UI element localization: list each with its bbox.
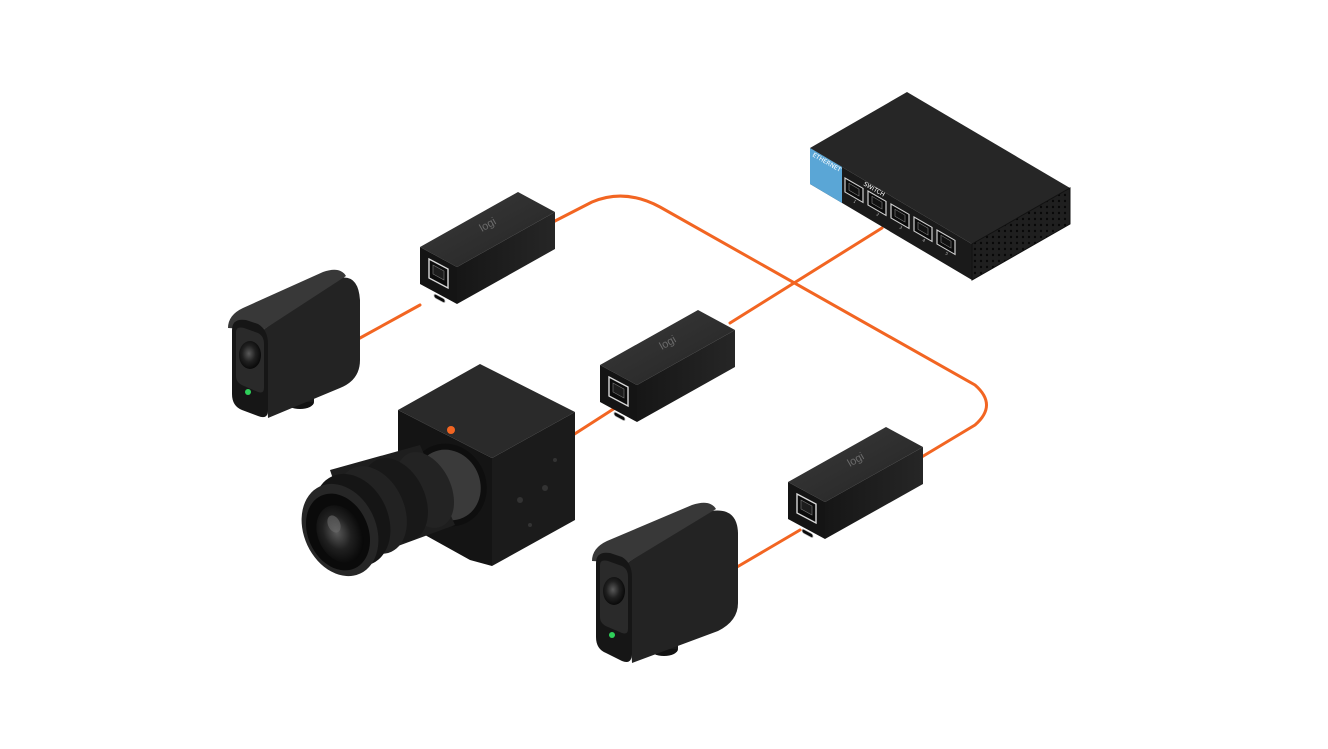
cables (358, 194, 988, 569)
cable-camera3-to-adapter3 (735, 528, 802, 569)
ethernet-switch: ETHERNET SWITCH 1 2 3 4 5 (810, 92, 1071, 281)
lens-icon (239, 341, 261, 369)
switch-port-number-2: 2 (876, 212, 881, 218)
switch-port-5[interactable] (936, 229, 956, 256)
ethernet-port-icon[interactable] (796, 492, 817, 525)
mevo-camera-1 (228, 269, 360, 418)
switch-port-3[interactable] (890, 203, 910, 230)
tally-light-icon (447, 426, 455, 434)
usb-c-port-icon[interactable] (613, 411, 626, 421)
usb-c-port-icon[interactable] (801, 528, 814, 538)
switch-port-number-4: 4 (922, 238, 927, 244)
cable-camera1-to-adapter1 (358, 303, 422, 340)
switch-port-number-1: 1 (853, 199, 858, 205)
poe-adapter-3: logi (788, 427, 923, 539)
usb-c-port-icon[interactable] (433, 293, 446, 303)
mevo-camera-3 (592, 502, 738, 663)
poe-adapter-2: logi (600, 310, 735, 422)
cable-adapter1-to-adapter4 (551, 194, 988, 460)
cable-camera2-to-adapter2 (571, 406, 617, 437)
lens-icon (603, 577, 625, 605)
camera-lens (301, 445, 455, 577)
status-led-icon (245, 389, 251, 395)
switch-port-4[interactable] (913, 216, 933, 243)
switch-label-panel (810, 148, 842, 203)
ethernet-port-icon[interactable] (428, 257, 449, 290)
poe-adapter-1: logi (420, 192, 555, 304)
cable-switch-to-adapter2 (728, 226, 884, 325)
cinema-camera (301, 364, 575, 577)
ethernet-port-icon[interactable] (608, 375, 629, 408)
switch-port-1[interactable] (844, 177, 864, 204)
switch-port-number-3: 3 (899, 225, 904, 231)
switch-port-2[interactable] (867, 190, 887, 217)
status-led-icon (609, 632, 615, 638)
switch-port-number-5: 5 (945, 251, 950, 257)
